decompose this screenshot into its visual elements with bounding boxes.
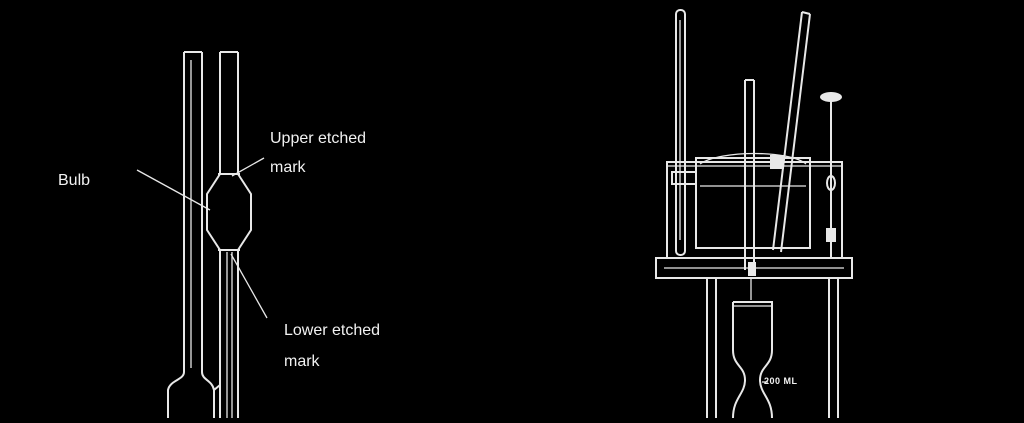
bath-apparatus xyxy=(655,9,853,419)
lower-mark-label-line2: mark xyxy=(284,353,320,370)
flask-volume-label: 200 ML xyxy=(764,376,798,386)
upper-mark-label-line2: mark xyxy=(270,159,306,176)
viscometer-tube xyxy=(167,51,252,418)
upper-mark-leader xyxy=(231,157,265,177)
bulb-label: Bulb xyxy=(58,172,91,189)
upper-mark-label-line1: Upper etched xyxy=(270,130,367,147)
bulb-leader xyxy=(136,169,211,211)
lower-mark-label-line1: Lower etched xyxy=(284,322,381,339)
lower-mark-leader xyxy=(230,253,268,319)
